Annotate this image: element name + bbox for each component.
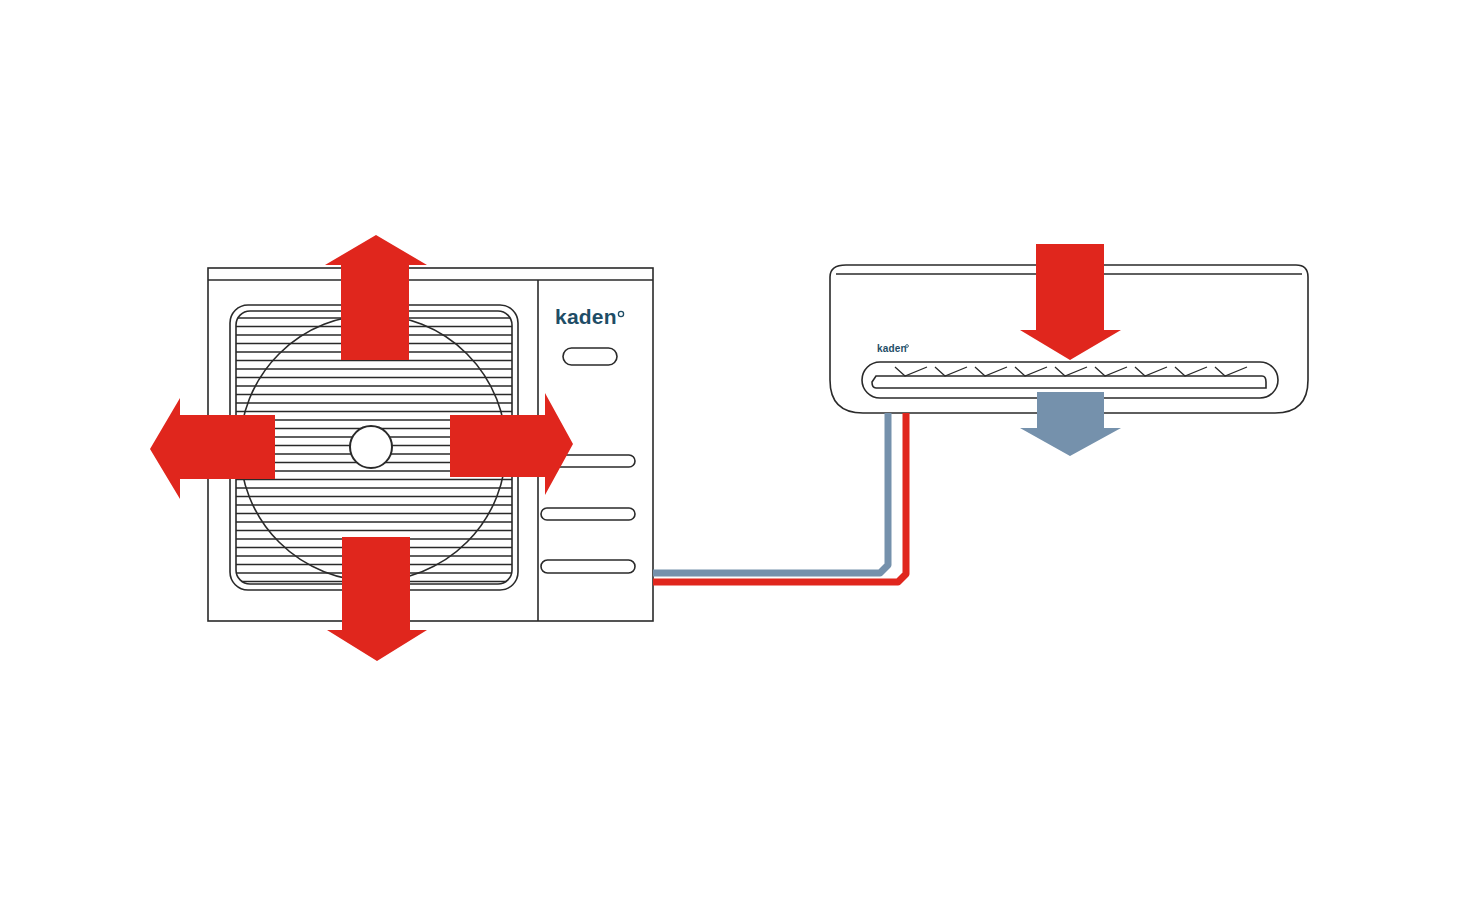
- heat-arrow-left: [150, 398, 275, 499]
- outdoor-unit-box: kaden: [208, 268, 653, 621]
- grille-line: [236, 377, 512, 378]
- grille-line: [236, 385, 512, 386]
- louver-blade: [895, 367, 927, 376]
- louver-blade: [975, 367, 1007, 376]
- heat-arrow-down: [327, 537, 427, 661]
- refrigerant-pipe: [653, 413, 906, 582]
- grille-line: [236, 513, 512, 514]
- pipe-line: [653, 413, 906, 582]
- louver-blade: [1175, 367, 1207, 376]
- warm-air-arrow-in: [1020, 244, 1121, 360]
- brand-logo: kaden: [877, 344, 907, 354]
- heat-arrow-up: [325, 235, 427, 360]
- louver-blade: [1055, 367, 1087, 376]
- grille-line: [236, 487, 512, 488]
- grille-line: [236, 360, 512, 361]
- airflow-arrows: [150, 235, 1121, 661]
- louver-blade: [1215, 367, 1247, 376]
- grille-line: [236, 402, 512, 403]
- grille-line: [236, 411, 512, 412]
- louver-blade: [1135, 367, 1167, 376]
- heat-arrow-right: [450, 393, 573, 495]
- grille-line: [236, 521, 512, 522]
- grille-line: [236, 394, 512, 395]
- brand-logo: kaden: [555, 306, 617, 327]
- grille-line: [236, 479, 512, 480]
- grille-line: [236, 504, 512, 505]
- louver-blade: [1095, 367, 1127, 376]
- grille-line: [236, 368, 512, 369]
- louver-blade: [1015, 367, 1047, 376]
- grille-line: [236, 530, 512, 531]
- cool-air-arrow-out: [1020, 392, 1121, 456]
- pipe-line: [653, 413, 888, 573]
- indoor-unit-box: kaden: [830, 265, 1308, 413]
- louver-blade: [935, 367, 967, 376]
- grille-line: [236, 496, 512, 497]
